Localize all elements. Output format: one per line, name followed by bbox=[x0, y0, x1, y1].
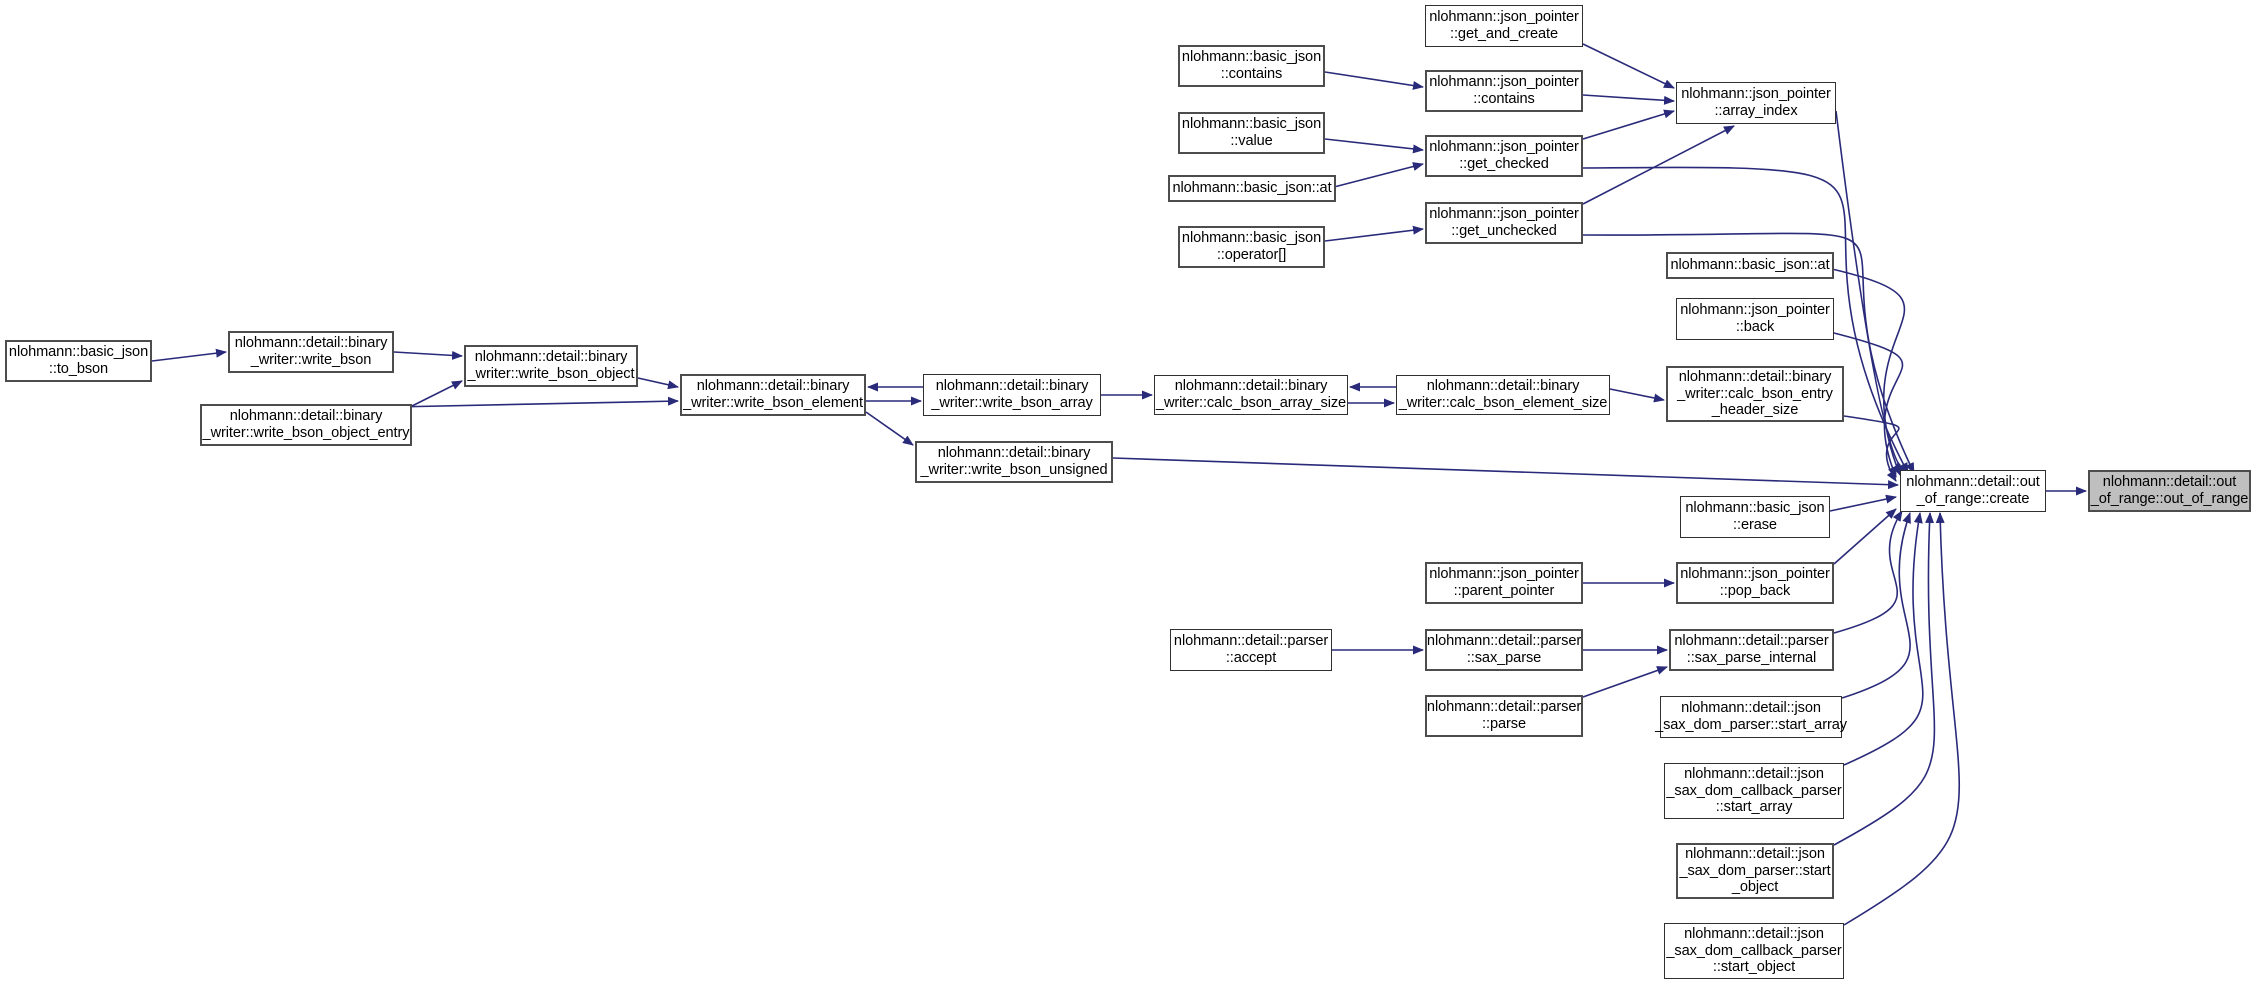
edge-domcbstartarray-to-create bbox=[1843, 512, 1924, 766]
edge-getunchecked-to-arrayindex bbox=[1582, 125, 1735, 205]
graph-node-oor_create[interactable]: nlohmann::detail::out _of_range::create bbox=[1900, 470, 2046, 512]
edge-jpcontains-to-arrayindex bbox=[1582, 94, 1675, 105]
edge-entryhdr-to-create bbox=[1843, 415, 1900, 482]
edge-domstartobject-to-create bbox=[1833, 512, 1936, 846]
graph-node-jp_array_index[interactable]: nlohmann::json_pointer ::array_index bbox=[1676, 82, 1836, 124]
edge-entry-to-object bbox=[411, 380, 463, 407]
graph-node-parser_accept[interactable]: nlohmann::detail::parser ::accept bbox=[1170, 629, 1332, 671]
graph-node-calc_bson_array_size[interactable]: nlohmann::detail::binary _writer::calc_b… bbox=[1154, 375, 1348, 415]
edge-write_bson_object-to-write_bson_element bbox=[637, 377, 679, 390]
edge-unsigned-to-create bbox=[1112, 457, 1899, 490]
graph-node-write_bson_obj_entry[interactable]: nlohmann::detail::binary _writer::write_… bbox=[200, 404, 412, 446]
graph-node-dom_cb_start_object[interactable]: nlohmann::detail::json _sax_dom_callback… bbox=[1664, 923, 1844, 979]
edge-getandcreate-to-arrayindex bbox=[1582, 43, 1675, 89]
graph-node-bj_erase[interactable]: nlohmann::basic_json ::erase bbox=[1680, 496, 1830, 538]
graph-node-calc_bson_entry_hdr[interactable]: nlohmann::detail::binary _writer::calc_b… bbox=[1666, 366, 1844, 422]
edge-getchecked-to-arrayindex bbox=[1582, 109, 1675, 140]
graph-node-oor_out_of_range[interactable]: nlohmann::detail::out _of_range::out_of_… bbox=[2088, 470, 2251, 512]
edge-saxinternal-to-create bbox=[1833, 510, 1903, 634]
graph-node-calc_bson_elem_size[interactable]: nlohmann::detail::binary _writer::calc_b… bbox=[1396, 375, 1610, 415]
edge-bjatright-to-create bbox=[1833, 268, 1906, 476]
edge-bjcontains-to-jpcontains bbox=[1324, 71, 1424, 90]
graph-node-write_bson_unsigned[interactable]: nlohmann::detail::binary _writer::write_… bbox=[915, 441, 1113, 483]
graph-node-jp_parent_pointer[interactable]: nlohmann::json_pointer ::parent_pointer bbox=[1425, 562, 1583, 604]
graph-node-jp_contains[interactable]: nlohmann::json_pointer ::contains bbox=[1425, 70, 1583, 112]
graph-node-bj_at_right[interactable]: nlohmann::basic_json::at bbox=[1666, 252, 1834, 279]
graph-node-parser_sax_parse[interactable]: nlohmann::detail::parser ::sax_parse bbox=[1425, 629, 1583, 671]
edge-erase-to-create bbox=[1829, 494, 1897, 512]
graph-node-jp_get_and_create[interactable]: nlohmann::json_pointer ::get_and_create bbox=[1425, 5, 1583, 47]
edge-domstartarray-to-create bbox=[1841, 512, 1911, 699]
edge-elemsize-to-hdr bbox=[1609, 388, 1665, 403]
graph-node-jp_back[interactable]: nlohmann::json_pointer ::back bbox=[1676, 298, 1834, 340]
edge-to_bson-to-write_bson bbox=[151, 348, 227, 362]
edge-popback-to-create bbox=[1833, 508, 1897, 565]
graph-node-parser_parse[interactable]: nlohmann::detail::parser ::parse bbox=[1425, 695, 1583, 737]
graph-node-jp_get_checked[interactable]: nlohmann::json_pointer ::get_checked bbox=[1425, 135, 1583, 177]
edge-object-low-to-element bbox=[393, 396, 679, 408]
graph-node-write_bson_element[interactable]: nlohmann::detail::binary _writer::write_… bbox=[680, 374, 866, 416]
graph-node-write_bson[interactable]: nlohmann::detail::binary _writer::write_… bbox=[228, 331, 394, 373]
graph-node-bj_contains[interactable]: nlohmann::basic_json ::contains bbox=[1178, 45, 1325, 87]
edge-domcbstartobject-to-create bbox=[1843, 512, 1961, 926]
edge-bjoperator-to-getunchecked bbox=[1324, 225, 1424, 242]
edge-write_bson-to-write_bson_object bbox=[393, 350, 463, 360]
graph-node-dom_start_object[interactable]: nlohmann::detail::json _sax_dom_parser::… bbox=[1676, 843, 1834, 899]
edge-element-to-unsigned bbox=[865, 411, 914, 446]
graph-node-dom_cb_start_array[interactable]: nlohmann::detail::json _sax_dom_callback… bbox=[1664, 763, 1844, 819]
edge-back-to-create bbox=[1833, 332, 1904, 478]
graph-node-jp_pop_back[interactable]: nlohmann::json_pointer ::pop_back bbox=[1676, 562, 1834, 604]
graph-node-write_bson_object[interactable]: nlohmann::detail::binary _writer::write_… bbox=[464, 345, 638, 387]
graph-node-bj_operator[interactable]: nlohmann::basic_json ::operator[] bbox=[1178, 226, 1325, 268]
edge-jp_array_index-to-oor_create bbox=[1835, 110, 1905, 472]
graph-node-to_bson[interactable]: nlohmann::basic_json ::to_bson bbox=[5, 340, 152, 382]
graph-node-write_bson_array[interactable]: nlohmann::detail::binary _writer::write_… bbox=[923, 374, 1101, 416]
graph-node-bj_at_left[interactable]: nlohmann::basic_json::at bbox=[1168, 175, 1336, 202]
graph-node-sax_parse_internal[interactable]: nlohmann::detail::parser ::sax_parse_int… bbox=[1669, 629, 1834, 671]
edge-bjat-to-getchecked bbox=[1335, 162, 1424, 188]
graph-node-bj_value[interactable]: nlohmann::basic_json ::value bbox=[1178, 112, 1325, 154]
edge-bjvalue-to-getchecked bbox=[1324, 138, 1424, 154]
edge-parse-to-saxinternal bbox=[1582, 666, 1668, 698]
graph-node-jp_get_unchecked[interactable]: nlohmann::json_pointer ::get_unchecked bbox=[1425, 202, 1583, 244]
graph-node-dom_start_array[interactable]: nlohmann::detail::json _sax_dom_parser::… bbox=[1655, 696, 1847, 738]
